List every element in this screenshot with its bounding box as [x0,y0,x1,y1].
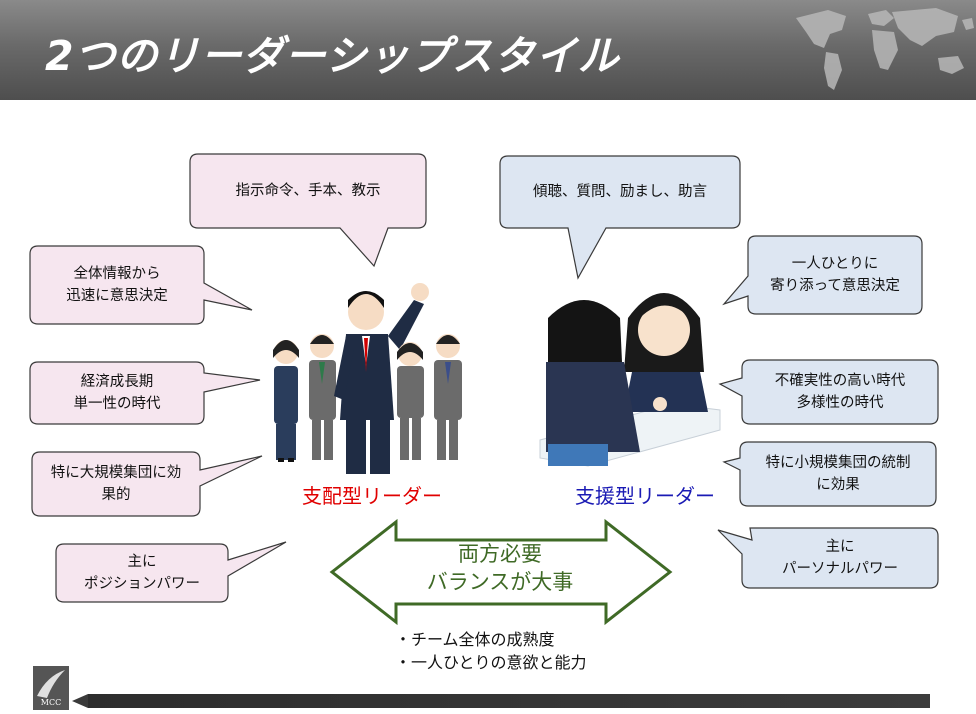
bubble-left-3-shape [29,361,261,425]
directive-leader-label: 支配型リーダー [302,484,442,508]
bubble-left-2: 全体情報から 迅速に意思決定 [66,266,168,304]
bubble-right-2: 一人ひとりに 寄り添って意思決定 [770,256,900,294]
bubble-left-5: 主に ポジションパワー [84,554,200,592]
footer-bar [88,694,930,708]
point-item: ・一人ひとりの意欲と能力 [395,653,587,672]
bubble-right-5-shape [717,527,939,589]
mcc-logo-icon [33,666,69,710]
bubble-right-4-shape [722,441,937,507]
bubble-left-1: 指示命令、手本、教示 [235,183,381,199]
bubble-left-4: 特に大規模集団に効 果的 [50,465,182,503]
balance-points: ・チーム全体の成熟度 ・一人ひとりの意欲と能力 [395,628,587,674]
footer-arrow-icon [72,694,88,708]
world-map-icon [796,8,974,90]
bubble-left-3: 経済成長期 単一性の時代 [73,374,161,412]
mcc-logo-text: MCC [40,698,62,707]
directive-leader-illustration [273,283,462,474]
double-arrow-shape [329,518,673,626]
bubble-right-4: 特に小規模集団の統制 に効果 [765,455,911,493]
bubble-right-3-shape [718,359,939,425]
supportive-leader-label: 支援型リーダー [575,484,715,508]
bubble-right-5: 主に パーソナルパワー [782,539,898,577]
bubble-left-2-shape [29,245,253,325]
bubble-right-3: 不確実性の高い時代 多様性の時代 [774,373,906,411]
balance-arrow-text: 両方必要 バランスが大事 [426,542,574,594]
bubble-left-4-shape [31,451,263,517]
bubble-right-2-shape [722,235,923,315]
bubble-right-1-shape [499,155,741,280]
bubble-right-1: 傾聴、質問、励まし、助言 [533,184,707,200]
page-title: 2つのリーダーシップスタイル [45,32,620,80]
slide-header: 2つのリーダーシップスタイル [0,0,976,100]
bubble-left-1-shape [189,153,427,268]
point-item: ・チーム全体の成熟度 [395,630,555,649]
supportive-leader-illustration [539,293,721,467]
bubble-left-5-shape [55,541,287,603]
